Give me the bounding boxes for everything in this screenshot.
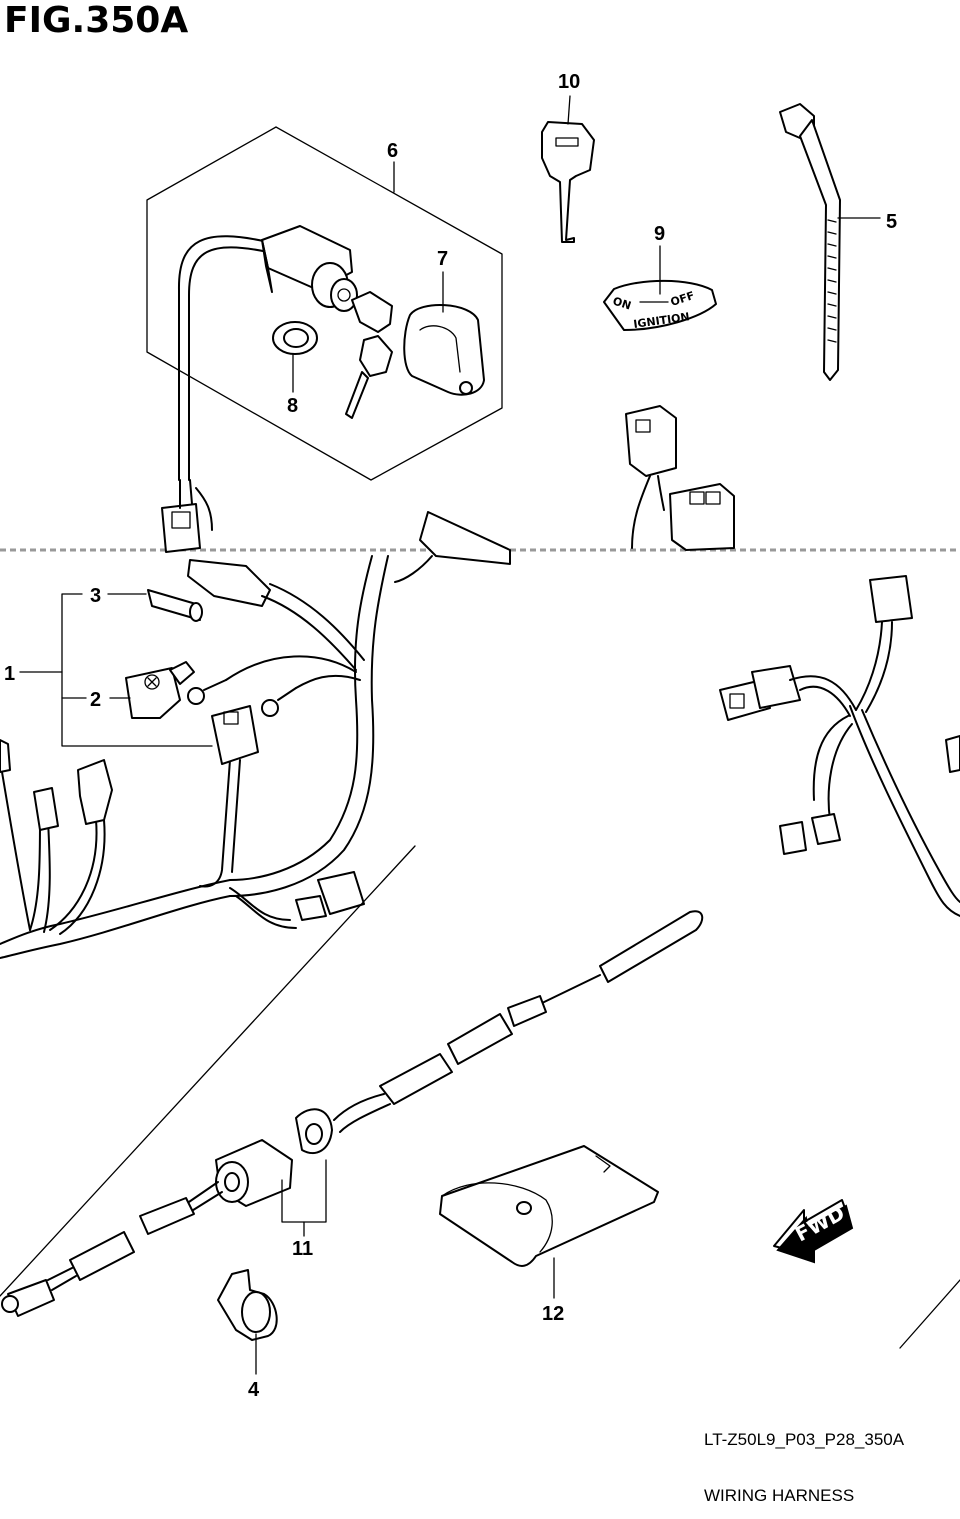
- callout-4: 4: [248, 1379, 260, 1401]
- lock-nut: [272, 321, 318, 355]
- callout-6: 6: [387, 140, 398, 162]
- cable-tie: [779, 103, 841, 381]
- bag: [439, 1145, 659, 1267]
- leader-right: [899, 1279, 960, 1349]
- fwd-arrow: FWD: [773, 1199, 854, 1264]
- drawing-name: WIRING HARNESS: [704, 1486, 855, 1505]
- connectors-upper-right: [625, 405, 735, 551]
- callout-9: 9: [654, 223, 665, 245]
- clamp: [217, 1269, 278, 1341]
- callout-1: 1: [4, 663, 15, 685]
- fuse-holder: [125, 661, 195, 719]
- drawing-code: LT-Z50L9_P03_P28_350A: [704, 1430, 905, 1449]
- figure-title: FIG.350A: [4, 0, 189, 41]
- key: [541, 121, 595, 243]
- decal-on-text: ON: [611, 294, 633, 312]
- callout-8: 8: [287, 395, 298, 417]
- callout-5: 5: [886, 211, 897, 233]
- fuse: [147, 589, 203, 622]
- callout-2: 2: [90, 689, 101, 711]
- callout-11: 11: [292, 1238, 313, 1260]
- sensor-cable: [1, 910, 704, 1317]
- callout-10: 10: [558, 71, 580, 93]
- ignition-switch-box: [146, 126, 503, 481]
- callout-3: 3: [90, 585, 101, 607]
- callout-7: 7: [437, 248, 448, 270]
- leader-diagonal: [0, 845, 416, 1297]
- connectors-left: [0, 705, 365, 921]
- main-harness: [0, 479, 511, 959]
- ring-terminals: [187, 679, 297, 717]
- callout-leaders: [19, 95, 881, 1375]
- harness-right: [719, 575, 960, 917]
- ignition-keys: [345, 291, 393, 419]
- ignition-cap: [403, 304, 485, 396]
- callout-12: 12: [542, 1303, 564, 1325]
- ignition-switch: [261, 225, 358, 312]
